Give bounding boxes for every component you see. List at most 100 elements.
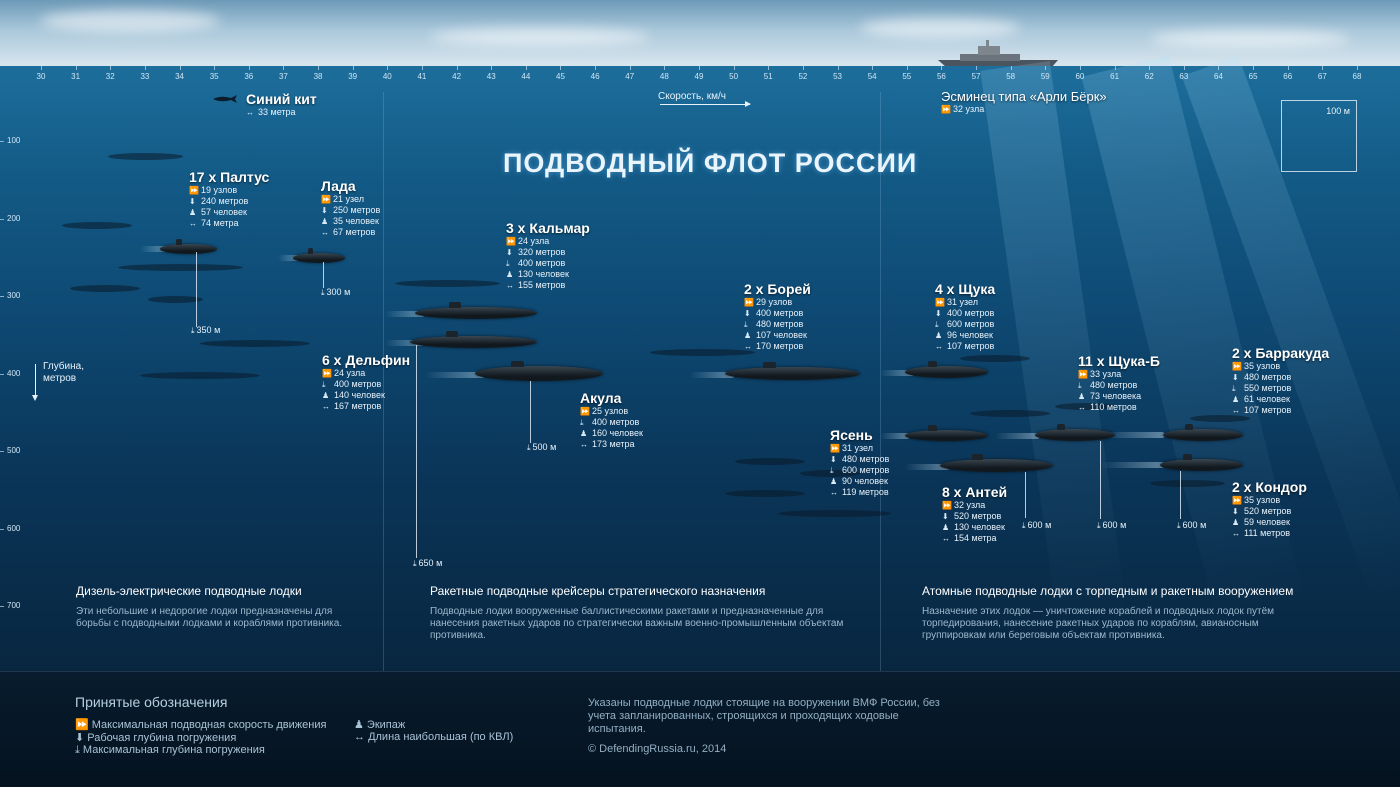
max-depth-icon: ⤓ [527, 443, 531, 452]
depth-tick [0, 373, 4, 375]
max-depth-icon: ⤓ [1097, 521, 1101, 530]
max-depth-marker: ⤓350 м [191, 325, 221, 335]
max-depth-line [1180, 471, 1181, 519]
speed-tick-label: 34 [175, 72, 184, 81]
boat-label-shchuka: 4 x Щука ⏩31 узел ⬇400 метров ⤓600 метро… [935, 281, 996, 351]
whale-label: Синий кит ↔33 метра [246, 91, 317, 117]
crew-icon: ♟ [1232, 395, 1240, 404]
boat-silhouette [960, 355, 1030, 362]
max-depth-line [530, 381, 531, 443]
length-icon: ↔ [189, 219, 197, 228]
speed-tick [976, 66, 978, 70]
crew-icon: ♟ [189, 208, 197, 217]
category-description: Назначение этих лодок — уничтожение кора… [922, 606, 1275, 641]
boat-label-lada: Лада ⏩21 узел ⬇250 метров ♟35 человек ↔6… [321, 178, 381, 237]
legend-item: ⬇ Рабочая глубина погружения [75, 732, 237, 744]
speed-tick-label: 63 [1179, 72, 1189, 81]
copyright: © DefendingRussia.ru, 2014 [588, 743, 727, 755]
submarine-kalmar [415, 302, 537, 319]
whale-icon [213, 95, 237, 103]
speed-tick-label: 53 [833, 72, 842, 81]
boat-silhouette [108, 153, 183, 160]
speed-tick-label: 65 [1248, 72, 1258, 81]
cloud [430, 28, 650, 46]
speed-tick [906, 66, 908, 70]
length-icon: ↔ [322, 402, 330, 411]
speed-tick [1149, 66, 1151, 70]
wake [278, 255, 303, 261]
max-depth-icon: ⤓ [1078, 381, 1082, 390]
speed-tick [491, 66, 493, 70]
max-depth-icon: ⤓ [744, 320, 748, 329]
speed-arrow-icon [660, 101, 751, 107]
depth-tick-label: 200 [7, 213, 21, 223]
boat-silhouette [70, 285, 140, 292]
crew-icon: ♟ [1078, 392, 1086, 401]
max-depth-icon: ⤓ [413, 559, 417, 568]
speed-icon: ⏩ [321, 195, 331, 204]
boat-silhouette [650, 349, 755, 356]
speed-tick-label: 39 [348, 72, 358, 81]
speed-tick-label: 47 [625, 72, 635, 81]
work-depth-icon: ⬇ [1232, 373, 1239, 382]
speed-tick-label: 44 [521, 72, 531, 81]
wake [425, 372, 485, 378]
max-depth-marker: ⤓600 м [1177, 520, 1207, 530]
boat-silhouette [725, 490, 805, 497]
sea [0, 66, 1400, 671]
wake [1100, 462, 1165, 468]
category-description: Эти небольшие и недорогие лодки предназн… [76, 606, 343, 629]
boat-silhouette [1150, 480, 1225, 487]
speed-tick [1079, 66, 1081, 70]
speed-icon: ⏩ [830, 444, 840, 453]
speed-tick [387, 66, 389, 70]
speed-tick [941, 66, 943, 70]
speed-tick [179, 66, 181, 70]
depth-axis-label: Глубина, метров [43, 361, 84, 384]
speed-tick-label: 50 [729, 72, 739, 81]
length-icon: ↔ [354, 731, 369, 743]
boat-silhouette [62, 222, 132, 229]
speed-tick [1322, 66, 1324, 70]
submarine-paltus [160, 239, 217, 254]
speed-tick-label: 58 [1006, 72, 1016, 81]
max-depth-icon: ⤓ [1022, 521, 1026, 530]
section-divider [383, 92, 384, 671]
cloud [860, 18, 1020, 38]
speed-tick-label: 41 [417, 72, 427, 81]
submarine-akula [475, 361, 603, 381]
submarine-shchuka [905, 361, 988, 378]
category-title: Дизель-электрические подводные лодки [76, 584, 302, 598]
boat-label-kondor: 2 x Кондор ⏩35 узлов ⬇520 метров ♟59 чел… [1232, 479, 1307, 538]
depth-tick [0, 141, 4, 142]
speed-tick [352, 66, 354, 70]
max-depth-marker: ⤓500 м [527, 442, 557, 452]
speed-tick [41, 66, 42, 70]
cloud [40, 10, 220, 32]
speed-tick [802, 66, 804, 70]
speed-tick-label: 49 [694, 72, 704, 81]
depth-tick-label: 500 [7, 446, 21, 455]
work-depth-icon: ⬇ [321, 206, 328, 215]
speed-icon: ⏩ [75, 719, 92, 731]
speed-tick [595, 66, 597, 70]
crew-icon: ♟ [942, 523, 950, 532]
max-depth-line [416, 345, 417, 558]
max-depth-line [323, 262, 324, 288]
destroyer-ship [938, 40, 1058, 67]
length-icon: ↔ [321, 228, 329, 237]
speed-axis-label: Скорость, км/ч [658, 91, 726, 102]
max-depth-line [196, 252, 197, 327]
speed-icon: ⏩ [322, 369, 332, 378]
submarine-lada [293, 248, 345, 263]
speed-icon: ⏩ [580, 407, 590, 416]
submarine-kondor [1160, 454, 1243, 471]
boat-label-akula: Акула ⏩25 узлов ⤓400 метров ♟160 человек… [580, 390, 643, 449]
length-icon: ↔ [246, 108, 254, 117]
crew-icon: ♟ [935, 331, 943, 340]
max-depth-marker: ⤓300 м [321, 287, 351, 297]
speed-tick-label: 42 [452, 72, 462, 81]
wake [690, 372, 735, 378]
speed-tick-label: 59 [1040, 72, 1050, 81]
speed-tick-label: 32 [105, 72, 115, 81]
